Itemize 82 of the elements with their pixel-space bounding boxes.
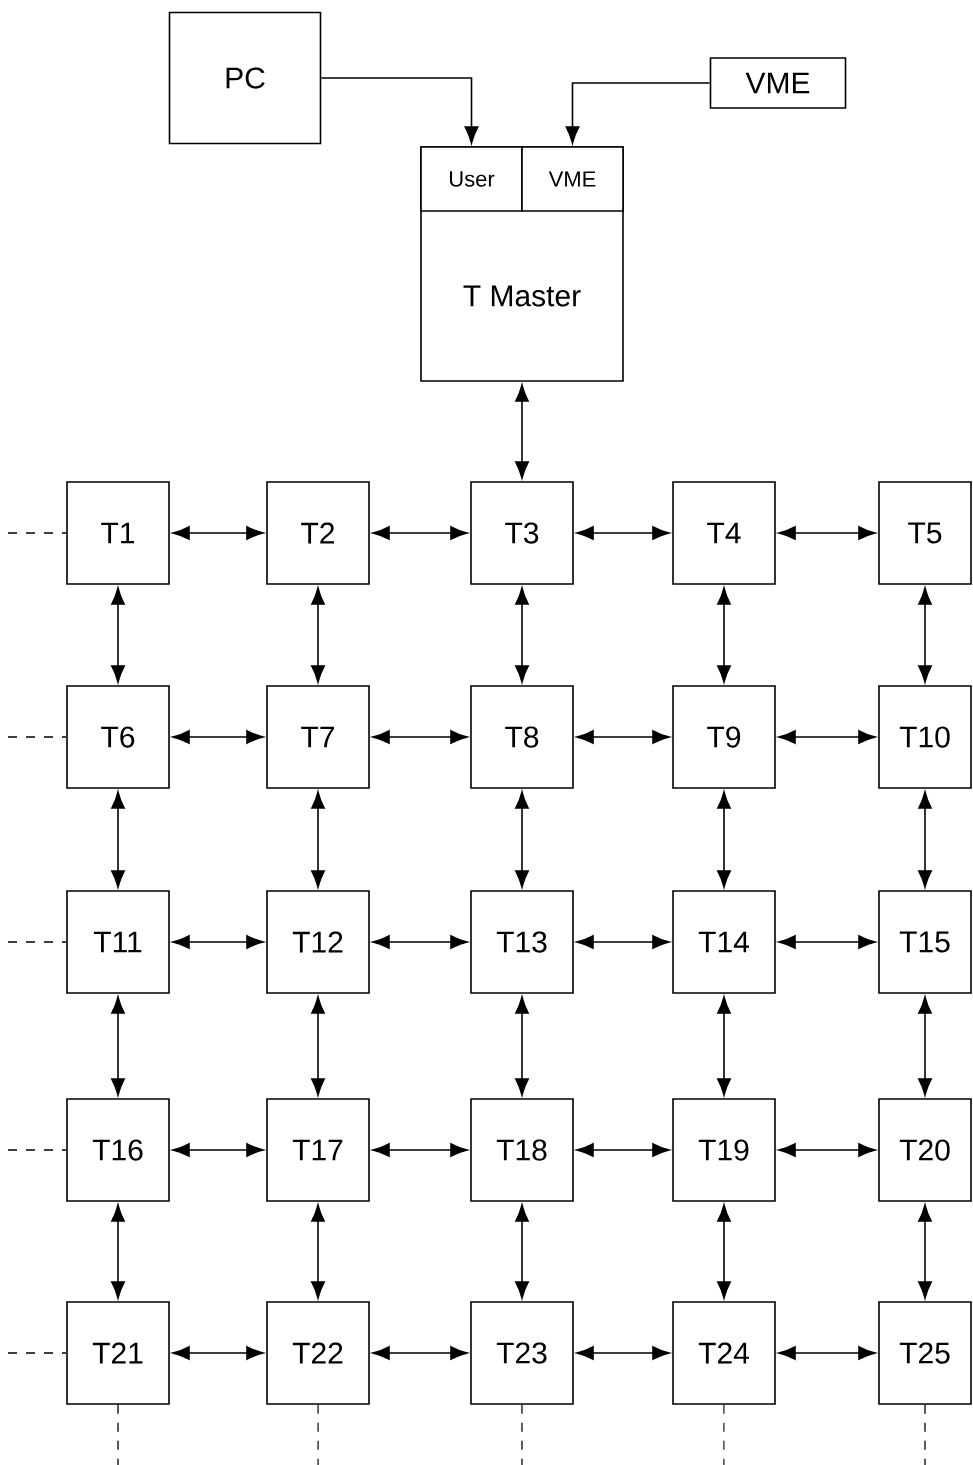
arrow bbox=[576, 1143, 670, 1157]
module-box: T15 bbox=[878, 890, 972, 994]
arrow bbox=[172, 526, 264, 540]
arrow bbox=[172, 1143, 264, 1157]
arrow bbox=[515, 587, 529, 683]
dashed-line bbox=[7, 532, 67, 534]
dashed-line bbox=[924, 1404, 926, 1465]
arrow bbox=[372, 1143, 468, 1157]
arrow bbox=[372, 935, 468, 949]
module-box: T25 bbox=[878, 1301, 972, 1405]
module-box: T14 bbox=[672, 890, 776, 994]
arrow bbox=[717, 791, 731, 888]
arrow bbox=[918, 587, 932, 683]
arrow bbox=[778, 730, 876, 744]
arrow bbox=[311, 996, 325, 1096]
arrow bbox=[717, 996, 731, 1096]
arrow bbox=[717, 587, 731, 683]
arrow bbox=[311, 1204, 325, 1299]
module-box: T16 bbox=[66, 1098, 170, 1202]
port-cell: User bbox=[420, 146, 523, 212]
module-box: T3 bbox=[470, 481, 574, 585]
dashed-line bbox=[7, 941, 67, 943]
module-box: T17 bbox=[266, 1098, 370, 1202]
arrow bbox=[111, 996, 125, 1096]
arrow bbox=[111, 587, 125, 683]
arrow bbox=[576, 1346, 670, 1360]
arrow bbox=[565, 82, 711, 144]
dashed-line bbox=[7, 736, 67, 738]
module-box: T6 bbox=[66, 685, 170, 789]
dashed-line bbox=[7, 1352, 67, 1354]
arrow bbox=[778, 1143, 876, 1157]
module-box: T23 bbox=[470, 1301, 574, 1405]
module-box: T9 bbox=[672, 685, 776, 789]
arrow bbox=[778, 1346, 876, 1360]
module-box: T2 bbox=[266, 481, 370, 585]
module-box: T20 bbox=[878, 1098, 972, 1202]
arrow bbox=[372, 1346, 468, 1360]
arrow bbox=[778, 526, 876, 540]
arrow bbox=[576, 526, 670, 540]
computer-box: PC bbox=[168, 11, 322, 145]
arrow bbox=[111, 791, 125, 888]
module-box: T11 bbox=[66, 890, 170, 994]
arrow bbox=[778, 935, 876, 949]
module-box: T24 bbox=[672, 1301, 776, 1405]
arrow bbox=[918, 1204, 932, 1299]
dashed-line bbox=[521, 1404, 523, 1465]
module-box: T21 bbox=[66, 1301, 170, 1405]
module-box: T7 bbox=[266, 685, 370, 789]
module-box: T8 bbox=[470, 685, 574, 789]
port-cell: VME bbox=[521, 146, 624, 212]
arrow bbox=[311, 791, 325, 888]
arrow bbox=[172, 935, 264, 949]
module-box: T12 bbox=[266, 890, 370, 994]
module-box: T19 bbox=[672, 1098, 776, 1202]
arrow bbox=[515, 384, 529, 479]
arrow bbox=[717, 1204, 731, 1299]
arrow bbox=[111, 1204, 125, 1299]
arrow bbox=[576, 935, 670, 949]
module-box: T4 bbox=[672, 481, 776, 585]
arrow bbox=[172, 730, 264, 744]
arrow bbox=[515, 791, 529, 888]
arrow bbox=[515, 996, 529, 1096]
arrow bbox=[515, 1204, 529, 1299]
module-box: T1 bbox=[66, 481, 170, 585]
dashed-line bbox=[317, 1404, 319, 1465]
arrow bbox=[311, 587, 325, 683]
dashed-line bbox=[117, 1404, 119, 1465]
arrow bbox=[576, 730, 670, 744]
dashed-line bbox=[7, 1149, 67, 1151]
arrow bbox=[918, 996, 932, 1096]
module-box: T10 bbox=[878, 685, 972, 789]
module-box: T13 bbox=[470, 890, 574, 994]
arrow bbox=[372, 730, 468, 744]
dashed-line bbox=[723, 1404, 725, 1465]
arrow bbox=[320, 77, 479, 144]
module-box: T18 bbox=[470, 1098, 574, 1202]
module-box: T5 bbox=[878, 481, 972, 585]
arrow bbox=[372, 526, 468, 540]
bus-box: VME bbox=[709, 57, 847, 109]
arrow bbox=[918, 791, 932, 888]
module-box: T22 bbox=[266, 1301, 370, 1405]
arrow bbox=[172, 1346, 264, 1360]
